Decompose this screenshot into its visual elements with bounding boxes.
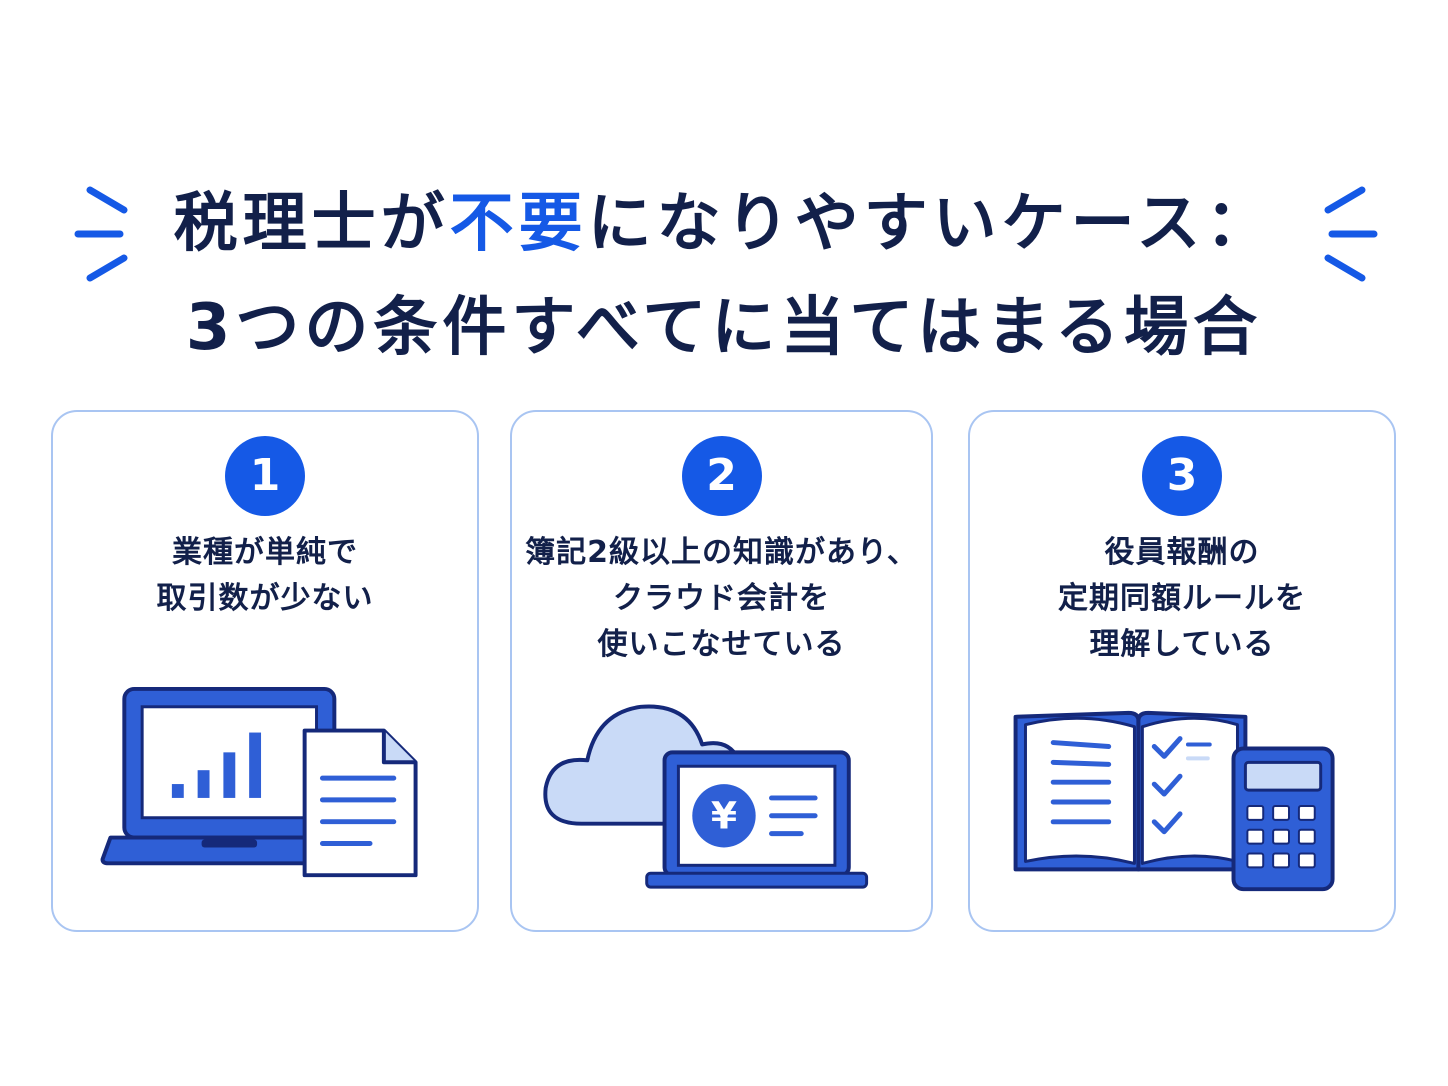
title-part-1: 税理士が xyxy=(173,187,450,261)
condition-2-line-2: クラウド会計を xyxy=(613,581,830,616)
condition-card-2: 2 簿記2級以上の知識があり、 クラウド会計を 使いこなせている ¥ xyxy=(510,410,933,932)
condition-text-2: 簿記2級以上の知識があり、 クラウド会計を 使いこなせている xyxy=(512,530,931,668)
condition-text-1: 業種が単純で 取引数が少ない xyxy=(53,530,477,622)
condition-3-line-2: 定期同額ルールを xyxy=(1058,581,1306,616)
title-highlight: 不要 xyxy=(449,187,588,261)
page-title: 税理士が不要になりやすいケース： 3つの条件すべてに当てはまる場合 xyxy=(0,172,1448,380)
title-line-2: 3つの条件すべてに当てはまる場合 xyxy=(185,291,1263,365)
condition-3-line-3: 理解している xyxy=(1089,627,1275,662)
right-emphasis-lines-icon xyxy=(1324,186,1378,282)
condition-1-line-2: 取引数が少ない xyxy=(156,581,374,616)
number-badge-1: 1 xyxy=(225,436,305,516)
left-emphasis-lines-icon xyxy=(74,186,128,282)
title-part-2: になりやすいケース： xyxy=(587,187,1275,261)
condition-card-3: 3 役員報酬の 定期同額ルールを 理解している xyxy=(968,410,1396,932)
number-badge-2: 2 xyxy=(681,436,762,516)
title-line-1: 税理士が不要になりやすいケース： xyxy=(0,172,1448,276)
cloud-laptop-yen-icon: ¥ xyxy=(543,704,869,889)
condition-2-line-3: 使いこなせている xyxy=(597,627,846,662)
condition-1-line-1: 業種が単純で xyxy=(172,535,358,570)
laptop-chart-document-icon xyxy=(100,686,418,878)
condition-card-1: 1 業種が単純で 取引数が少ない xyxy=(51,410,479,932)
yen-symbol: ¥ xyxy=(711,794,737,838)
condition-3-line-1: 役員報酬の xyxy=(1104,535,1260,570)
number-badge-3: 3 xyxy=(1142,436,1222,516)
condition-2-line-1: 簿記2級以上の知識があり、 xyxy=(525,535,918,570)
condition-text-3: 役員報酬の 定期同額ルールを 理解している xyxy=(970,530,1394,668)
book-checklist-calculator-icon xyxy=(1013,710,1335,892)
